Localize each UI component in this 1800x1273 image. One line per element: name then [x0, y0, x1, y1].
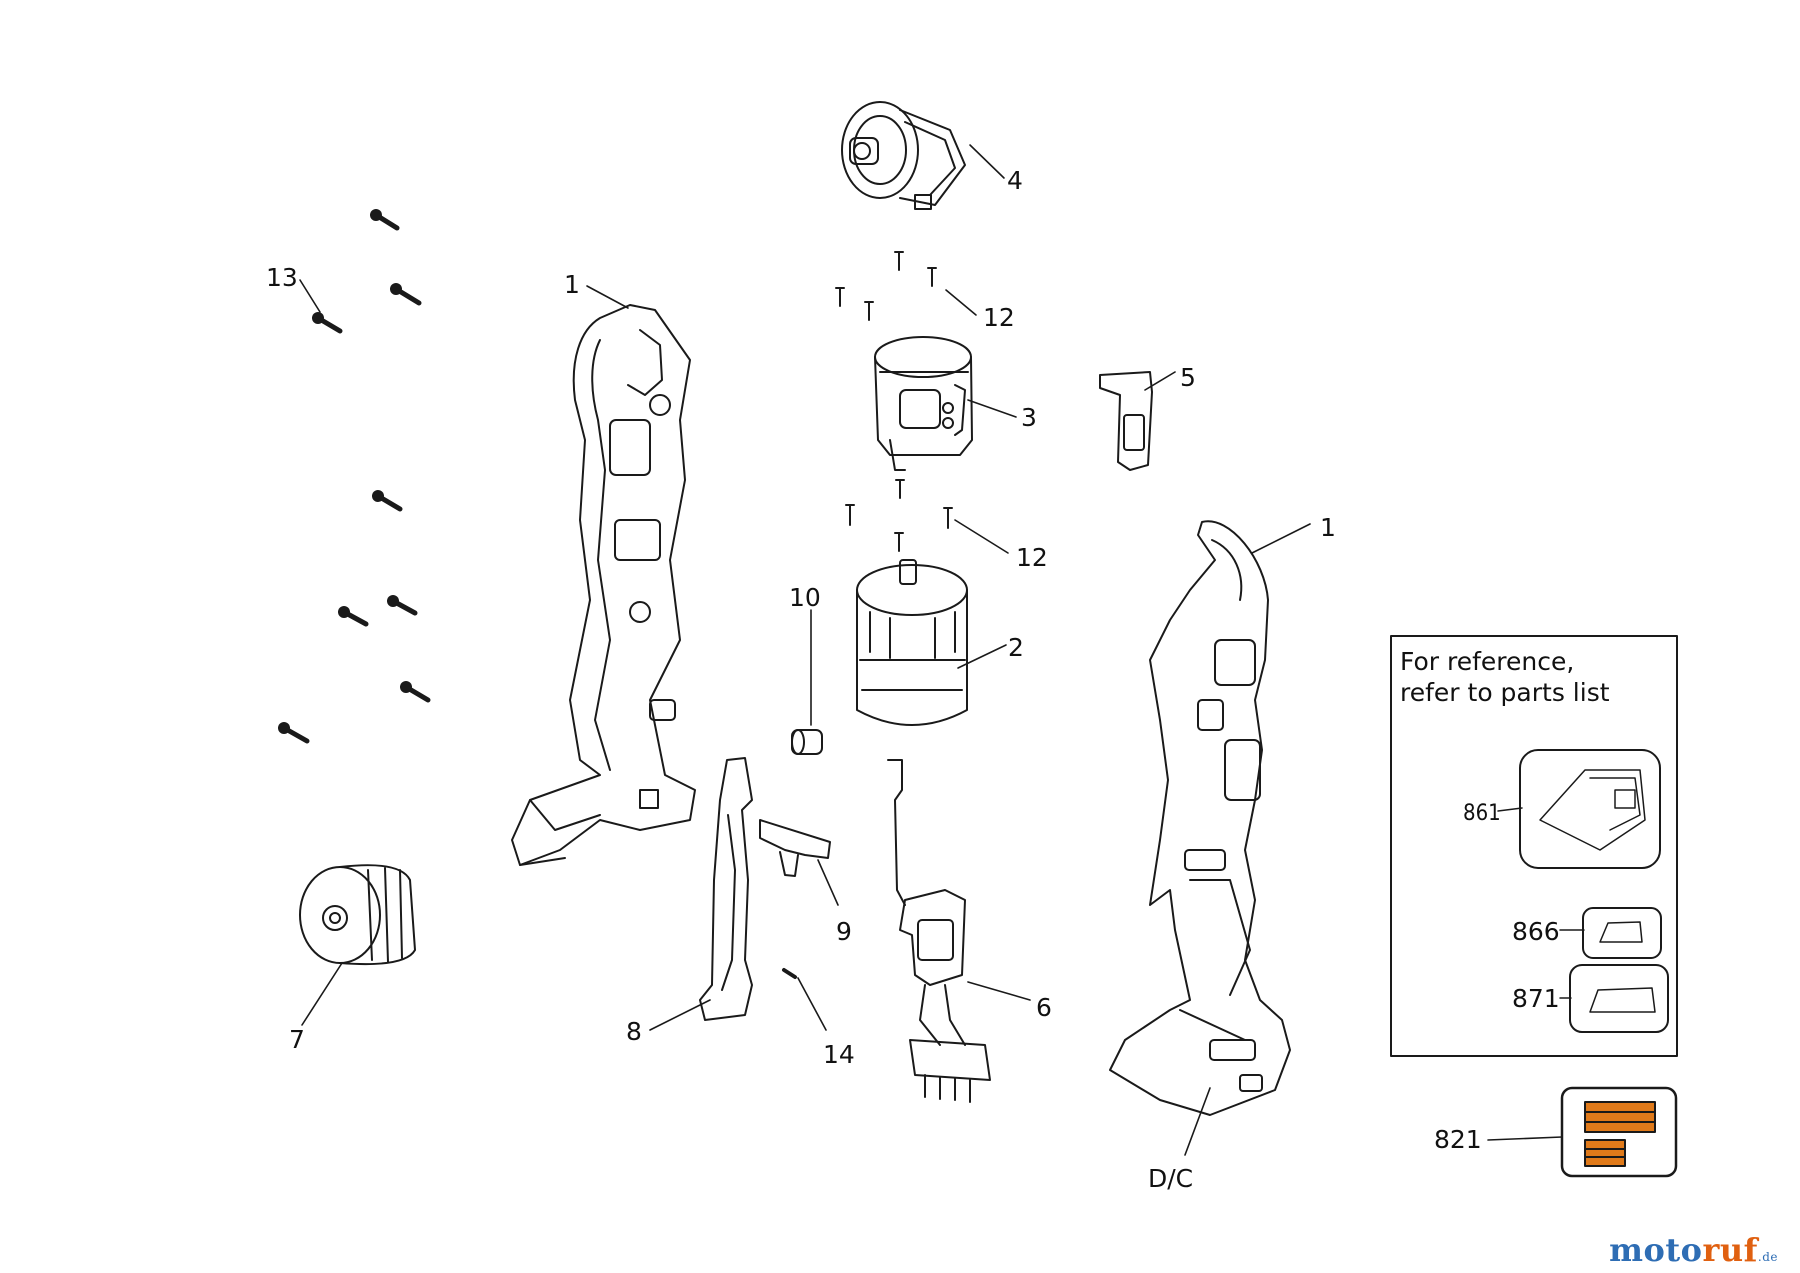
callout-3: 3	[1021, 403, 1037, 432]
callout-13: 13	[266, 263, 298, 292]
housing-right-part	[1109, 520, 1291, 1116]
callout-14: 14	[823, 1040, 855, 1069]
screws-12-bottom	[845, 479, 953, 552]
screw-heads	[278, 209, 412, 734]
callout-12-bottom: 12	[1016, 543, 1048, 572]
reference-line-1: For reference,	[1400, 647, 1575, 676]
battery-866-icon	[1582, 907, 1662, 959]
callout-861: 861	[1463, 801, 1501, 826]
callout-1-right: 1	[1320, 513, 1336, 542]
reference-note: For reference, refer to parts list	[1400, 646, 1610, 708]
callout-dc: D/C	[1148, 1164, 1193, 1193]
callout-4: 4	[1007, 166, 1023, 195]
watermark-part2: ruf	[1702, 1231, 1758, 1269]
callout-10: 10	[789, 583, 821, 612]
screws-12-top	[835, 251, 937, 321]
callout-9: 9	[836, 917, 852, 946]
switch-button-10-part	[791, 729, 823, 755]
leader-lines	[299, 144, 1311, 1156]
reference-line-2: refer to parts list	[1400, 678, 1610, 707]
chuck-7-part	[299, 864, 416, 966]
callout-1-left: 1	[564, 270, 580, 299]
reference-box	[1390, 635, 1678, 1057]
motor-part	[856, 559, 968, 726]
watermark-logo: motoruf.de	[1609, 1231, 1778, 1269]
trigger-9-part	[759, 819, 831, 877]
belt-clip-5-part	[1099, 371, 1153, 471]
switch-assembly-6-part	[887, 759, 991, 1103]
callout-6: 6	[1036, 993, 1052, 1022]
screws-13-group	[281, 212, 431, 744]
callout-5: 5	[1180, 363, 1196, 392]
callout-8: 8	[626, 1017, 642, 1046]
callout-12-top: 12	[983, 303, 1015, 332]
side-cover-8-part	[699, 757, 753, 1021]
label-sticker-821	[1487, 1086, 1678, 1178]
callout-7: 7	[289, 1025, 305, 1054]
watermark-part1: moto	[1609, 1231, 1703, 1269]
watermark-tld: .de	[1757, 1250, 1778, 1264]
callout-871: 871	[1512, 984, 1560, 1013]
callout-2: 2	[1008, 633, 1024, 662]
housing-half-left-part	[511, 304, 696, 866]
pin-14-part	[782, 968, 797, 979]
callout-labels: 4 1 13 12 3 5 12 1 2 10 6 9 8 14 7 D/C 8…	[266, 166, 1560, 1193]
callout-866: 866	[1512, 917, 1560, 946]
motor-cage-part	[874, 336, 973, 471]
callout-821: 821	[1434, 1125, 1482, 1154]
gearbox-head-part	[841, 101, 966, 210]
